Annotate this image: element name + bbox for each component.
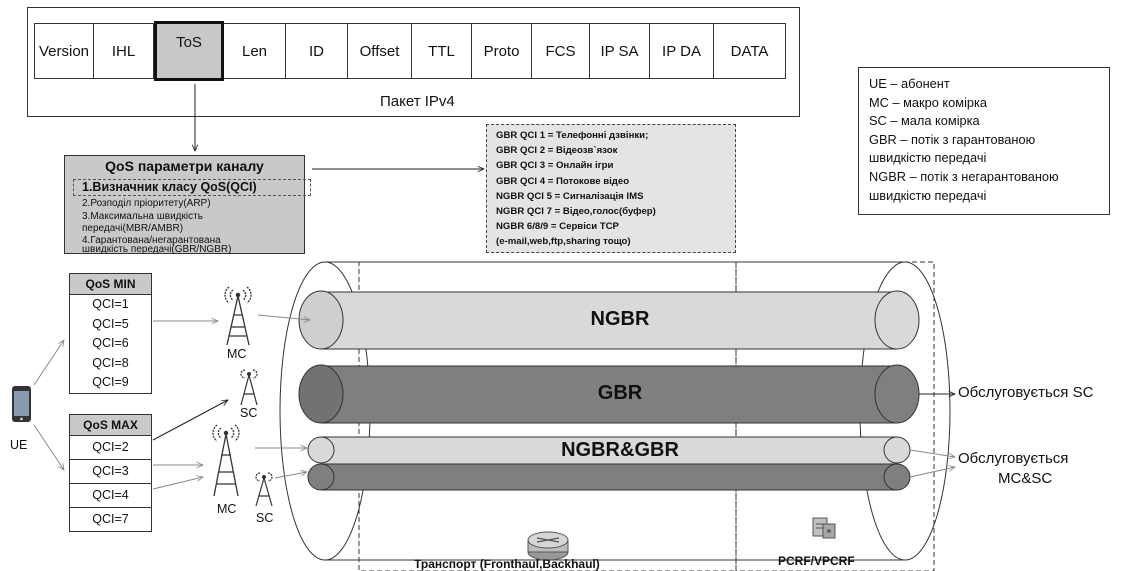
gbr-pipe-label: GBR [597, 382, 643, 404]
qos-max-arrow [152, 400, 228, 441]
ngbr-pipe-right-cap [874, 290, 920, 350]
gbr-pipe [320, 365, 898, 424]
ipv4-field-tos: ToS [154, 21, 224, 81]
ipv4-field: TTL [412, 23, 472, 79]
legend-item: GBR – потік з гарантованою [869, 131, 1036, 147]
mixed-pipe-right-cap-bottom [883, 463, 911, 491]
legend-item: NGBR – потік з негарантованою [869, 168, 1059, 184]
mixed-pipe-right-cap-top [883, 436, 911, 464]
qci-value: QCI=2 [70, 436, 151, 460]
qci-list-item: GBR QCI 3 = Онлайн ігри [496, 160, 614, 172]
pcrf-label: PCRF/VPCRF [778, 554, 855, 568]
qci-list-item: NGBR QCI 5 = Сигналізація IMS [496, 190, 644, 202]
router-icon [527, 531, 569, 561]
ipv4-field: DATA [714, 23, 786, 79]
qci-value: QCI=5 [92, 316, 129, 331]
cell-tower-icon [212, 424, 240, 497]
ipv4-fields-row: Version IHL ToS Len ID Offset TTL Proto … [34, 21, 786, 81]
ipv4-field: IP DA [650, 23, 714, 79]
transport-label: Транспорт (Fronthaul,Backhaul) [414, 557, 600, 571]
qos-param-item: передачі(MBR/AMBR) [82, 223, 184, 234]
ipv4-field: Offset [348, 23, 412, 79]
served-sc-label: Обслуговується SC [958, 384, 1094, 401]
ue-arrow-max [33, 424, 64, 470]
ngbr-pipe [320, 291, 898, 350]
ngbr-pipe-left-cap [298, 290, 344, 350]
tower-label-mc: MC [227, 347, 247, 361]
qos-param-item: 4.Гарантована/негарантована [82, 235, 221, 246]
ipv4-field: IP SA [590, 23, 650, 79]
ipv4-field: FCS [532, 23, 590, 79]
smartphone-icon [12, 386, 31, 422]
qos-min-table: QoS MIN QCI=1 QCI=5 QCI=6 QCI=8 QCI=9 [69, 273, 152, 394]
qci-value: QCI=9 [92, 375, 129, 389]
served-mcsc-arrow [909, 467, 955, 478]
qos-max-title: QoS MAX [70, 415, 151, 436]
qci-item-box [73, 179, 311, 196]
qci-value: QCI=3 [70, 460, 151, 484]
legend-item: UE – абонент [869, 76, 950, 91]
qos-param-item: 1.Визначник класу QoS(QCI) [82, 180, 257, 194]
ipv4-field: Len [224, 23, 286, 79]
qos-param-item: швидкість передачі(GBR/NGBR) [82, 244, 232, 255]
mixed-pipe-label: NGBR&GBR [561, 439, 679, 461]
qci-value: QCI=8 [92, 355, 129, 370]
tower-label-mc: MC [217, 502, 237, 516]
legend-box [858, 67, 1110, 215]
ipv4-field: ID [286, 23, 348, 79]
mixed-pipe-left-cap-top [307, 436, 335, 464]
qci-value: QCI=4 [70, 484, 151, 508]
qos-min-title: QoS MIN [70, 274, 151, 295]
qos-param-item: 2.Розподіл пріоритету(ARP) [82, 198, 211, 209]
ipv4-caption: Пакет IPv4 [380, 93, 455, 110]
legend: UE – абонент MC – макро комірка SC – мал… [869, 75, 1059, 205]
qci-list-item: NGBR 6/8/9 = Сервіси TCP [496, 221, 619, 233]
legend-item: швидкістю передачі [869, 187, 987, 203]
qci-list: GBR QCI 1 = Телефонні дзвінки; GBR QCI 2… [496, 128, 656, 250]
server-icon [812, 517, 836, 539]
tower-arrow [274, 472, 307, 479]
qos-param-item: 3.Максимальна швидкість [82, 211, 203, 222]
outer-tunnel [325, 261, 905, 561]
ipv4-packet [27, 7, 800, 117]
qci-list-item: NGBR QCI 7 = Відео,голос(буфер) [496, 206, 656, 218]
qci-list-item: GBR QCI 2 = Відеозв`язок [496, 145, 618, 157]
served-mcsc-label-1: Обслуговується [958, 450, 1069, 467]
qos-params-panel [64, 155, 305, 254]
qos-max-table: QoS MAX QCI=2 QCI=3 QCI=4 QCI=7 [69, 414, 152, 532]
served-mcsc-arrow [909, 449, 955, 457]
ipv4-field: Proto [472, 23, 532, 79]
tower-arrow [257, 314, 310, 320]
legend-item: MC – макро комірка [869, 94, 988, 110]
qci-list-item: GBR QCI 4 = Потокове відео [496, 175, 630, 187]
tower-label-sc: SC [240, 406, 258, 420]
qos-params-title: QoS параметри каналу [105, 158, 264, 174]
legend-item: швидкістю передачі [869, 150, 987, 166]
ipv4-field: IHL [94, 23, 154, 79]
ngbr-pipe-label: NGBR [590, 308, 650, 330]
qos-max-arrow [152, 477, 203, 490]
cell-tower-icon [240, 369, 258, 406]
legend-item: SC – мала комірка [869, 113, 980, 129]
qci-value: QCI=1 [92, 297, 129, 311]
ue-arrow-min [33, 340, 64, 386]
qci-value: QCI=6 [92, 336, 129, 350]
tower-label-sc: SC [256, 511, 274, 525]
ue-label: UE [10, 438, 28, 452]
qci-list-item: (e-mail,web,ftp,sharing тощо) [496, 236, 631, 248]
qci-list-box [486, 124, 736, 253]
gbr-pipe-right-cap [874, 364, 920, 424]
served-mcsc-label-2: MC&SC [998, 470, 1053, 487]
qci-value: QCI=7 [92, 512, 129, 526]
mixed-pipe-left-cap-bottom [307, 463, 335, 491]
mixed-pipe-bottom [320, 463, 898, 491]
ipv4-field: Version [34, 23, 94, 79]
gbr-pipe-left-cap [298, 364, 344, 424]
qci-list-item: GBR QCI 1 = Телефонні дзвінки; [496, 130, 649, 141]
cell-tower-icon [255, 472, 273, 507]
cell-tower-icon [224, 286, 252, 346]
